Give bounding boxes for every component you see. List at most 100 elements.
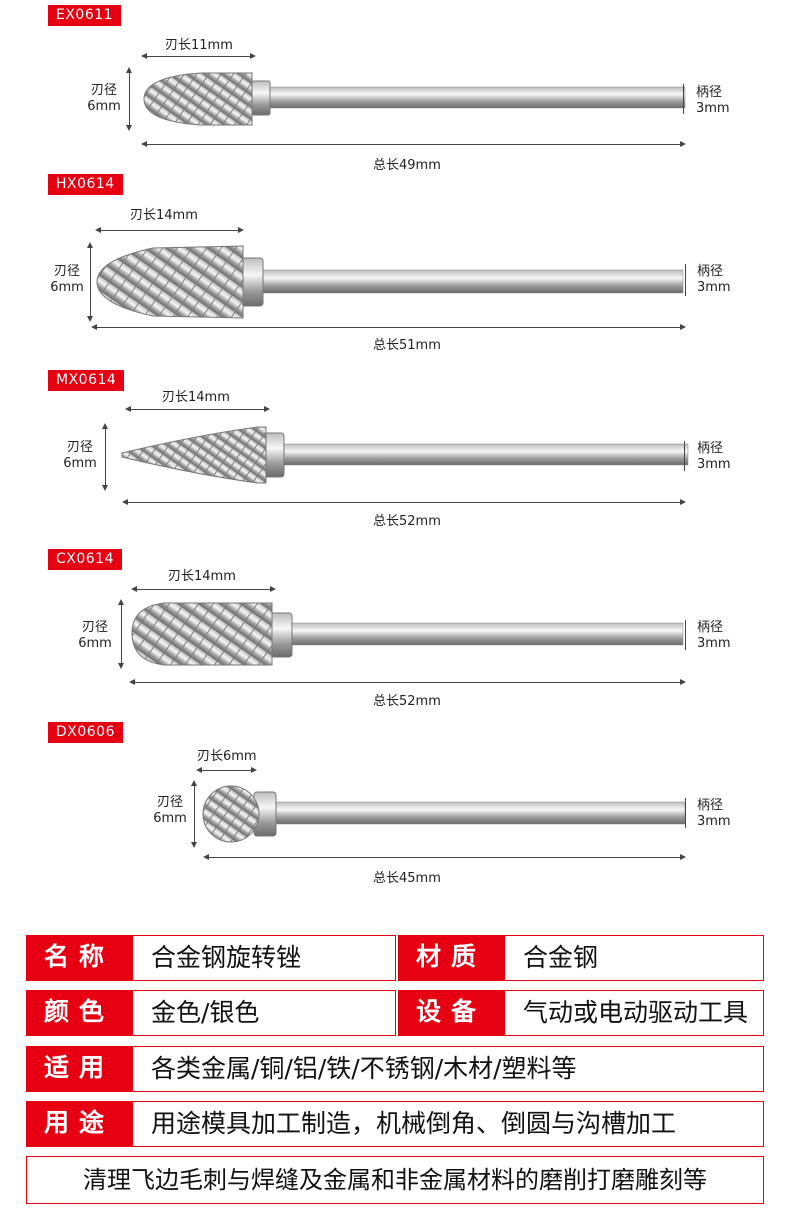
blade-length-line bbox=[133, 589, 273, 590]
blade-diameter-line bbox=[105, 425, 106, 489]
blade-length-line bbox=[97, 230, 241, 231]
apply-label: 适用 bbox=[26, 1046, 132, 1092]
arrow-up-icon bbox=[87, 242, 93, 248]
arrow-up-icon bbox=[102, 423, 108, 429]
total-length-line bbox=[93, 327, 683, 328]
product-code-tag: HX0614 bbox=[48, 174, 123, 195]
arrow-left-icon bbox=[131, 586, 137, 592]
blade-diameter-value: 6mm bbox=[153, 811, 187, 826]
oval-burr-icon bbox=[143, 72, 686, 126]
total-length-label: 总长51mm bbox=[373, 338, 441, 353]
spec-row-color: 颜色 金色/银色 设备 气动或电动驱动工具 bbox=[26, 990, 764, 1036]
blade-length-line bbox=[143, 56, 253, 57]
shank-diameter-word: 柄径 bbox=[697, 441, 724, 456]
total-length-line bbox=[131, 682, 683, 683]
ball-burr-icon bbox=[202, 785, 686, 843]
arrow-right-icon bbox=[680, 854, 686, 860]
total-length-line bbox=[205, 857, 683, 858]
total-length-label: 总长49mm bbox=[373, 158, 441, 173]
arrow-left-icon bbox=[122, 499, 128, 505]
arrow-right-icon bbox=[270, 586, 276, 592]
material-label: 材质 bbox=[398, 935, 504, 981]
name-label: 名称 bbox=[26, 935, 132, 981]
arrow-right-icon bbox=[680, 499, 686, 505]
shank-diameter-word: 柄径 bbox=[697, 264, 724, 279]
blade-diameter-value: 6mm bbox=[78, 636, 112, 651]
product-code-tag: DX0606 bbox=[48, 722, 123, 743]
blade-diameter-line bbox=[121, 601, 122, 667]
arrow-left-icon bbox=[141, 141, 147, 147]
arrow-left-icon bbox=[129, 679, 135, 685]
blade-diameter-word: 刃径 bbox=[156, 795, 183, 810]
blade-length-line bbox=[127, 409, 267, 410]
arrow-up-icon bbox=[118, 599, 124, 605]
arrow-right-icon bbox=[680, 324, 686, 330]
arrow-down-icon bbox=[126, 125, 132, 131]
usage-note: 清理飞边毛刺与焊缝及金属和非金属材料的磨削打磨雕刻等 bbox=[26, 1156, 764, 1204]
shank-diameter-label: 柄径 3mm bbox=[697, 798, 731, 830]
product-dx0606: DX0606 刃长6mm 刃径 6mm 柄径 3mm 总长45mm bbox=[0, 722, 790, 892]
shank-diameter-label: 柄径 3mm bbox=[697, 620, 731, 652]
product-code-tag: MX0614 bbox=[48, 370, 125, 391]
arrow-down-icon bbox=[191, 842, 197, 848]
shank-diameter-label: 柄径 3mm bbox=[697, 264, 731, 296]
blade-length-label: 刃长6mm bbox=[197, 749, 257, 764]
material-value: 合金钢 bbox=[504, 935, 764, 981]
color-label: 颜色 bbox=[26, 990, 132, 1036]
round-cylinder-burr-icon bbox=[131, 602, 684, 666]
shank-diameter-value: 3mm bbox=[697, 636, 731, 651]
shank-diameter-line bbox=[685, 264, 686, 296]
arrow-left-icon bbox=[196, 767, 202, 773]
shank-diameter-line bbox=[683, 84, 684, 114]
product-mx0614: MX0614 刃长14mm 刃径 6mm 柄径 3mm 总长52mm bbox=[0, 370, 790, 530]
shank-diameter-line bbox=[685, 798, 686, 828]
blade-diameter-line bbox=[194, 782, 195, 846]
arrow-right-icon bbox=[680, 679, 686, 685]
use-label: 用途 bbox=[26, 1101, 132, 1147]
arrow-down-icon bbox=[118, 663, 124, 669]
product-cx0614: CX0614 刃长14mm 刃径 6mm 柄径 3mm 总长52mm bbox=[0, 549, 790, 709]
blade-diameter-label: 刃径 6mm bbox=[60, 440, 100, 472]
blade-diameter-label: 刃径 6mm bbox=[84, 83, 124, 115]
total-length-label: 总长45mm bbox=[373, 871, 441, 886]
shank-diameter-word: 柄径 bbox=[696, 85, 723, 100]
shank-diameter-value: 3mm bbox=[697, 280, 731, 295]
blade-length-label: 刃长14mm bbox=[130, 208, 198, 223]
shank-diameter-value: 3mm bbox=[697, 814, 731, 829]
equipment-value: 气动或电动驱动工具 bbox=[504, 990, 764, 1036]
shank-diameter-value: 3mm bbox=[697, 457, 731, 472]
shank-diameter-line bbox=[684, 441, 685, 471]
total-length-line bbox=[124, 502, 684, 503]
arrow-left-icon bbox=[203, 854, 209, 860]
arrow-right-icon bbox=[238, 227, 244, 233]
blade-length-line bbox=[198, 770, 254, 771]
blade-diameter-word: 刃径 bbox=[81, 620, 108, 635]
use-value: 用途模具加工制造，机械倒角、倒圆与沟槽加工 bbox=[132, 1101, 764, 1147]
product-code-tag: EX0611 bbox=[48, 5, 122, 26]
arrow-right-icon bbox=[251, 767, 257, 773]
blade-diameter-value: 6mm bbox=[87, 99, 121, 114]
total-length-line bbox=[143, 144, 683, 145]
blade-diameter-word: 刃径 bbox=[66, 440, 93, 455]
blade-length-label: 刃长14mm bbox=[168, 569, 236, 584]
total-length-label: 总长52mm bbox=[373, 514, 441, 529]
arrow-right-icon bbox=[264, 406, 270, 412]
product-ex0611: EX0611 刃长11mm 刃径 6mm 柄径 3mm 总长49mm bbox=[0, 5, 790, 173]
arrow-up-icon bbox=[126, 67, 132, 73]
blade-diameter-line bbox=[90, 244, 91, 320]
shank-diameter-value: 3mm bbox=[696, 101, 730, 116]
product-hx0614: HX0614 刃长14mm 刃径 6mm 柄径 3mm 总长51mm bbox=[0, 174, 790, 354]
blade-diameter-label: 刃径 6mm bbox=[150, 795, 190, 827]
blade-diameter-label: 刃径 6mm bbox=[75, 620, 115, 652]
shank-diameter-line bbox=[685, 620, 686, 650]
blade-diameter-word: 刃径 bbox=[53, 264, 80, 279]
arrow-left-icon bbox=[141, 53, 147, 59]
blade-diameter-label: 刃径 6mm bbox=[47, 264, 87, 296]
blade-length-label: 刃长14mm bbox=[162, 390, 230, 405]
arrow-down-icon bbox=[87, 316, 93, 322]
blade-diameter-value: 6mm bbox=[50, 280, 84, 295]
arrow-right-icon bbox=[250, 53, 256, 59]
arrow-down-icon bbox=[102, 485, 108, 491]
arrow-left-icon bbox=[95, 227, 101, 233]
shank-diameter-word: 柄径 bbox=[697, 620, 724, 635]
